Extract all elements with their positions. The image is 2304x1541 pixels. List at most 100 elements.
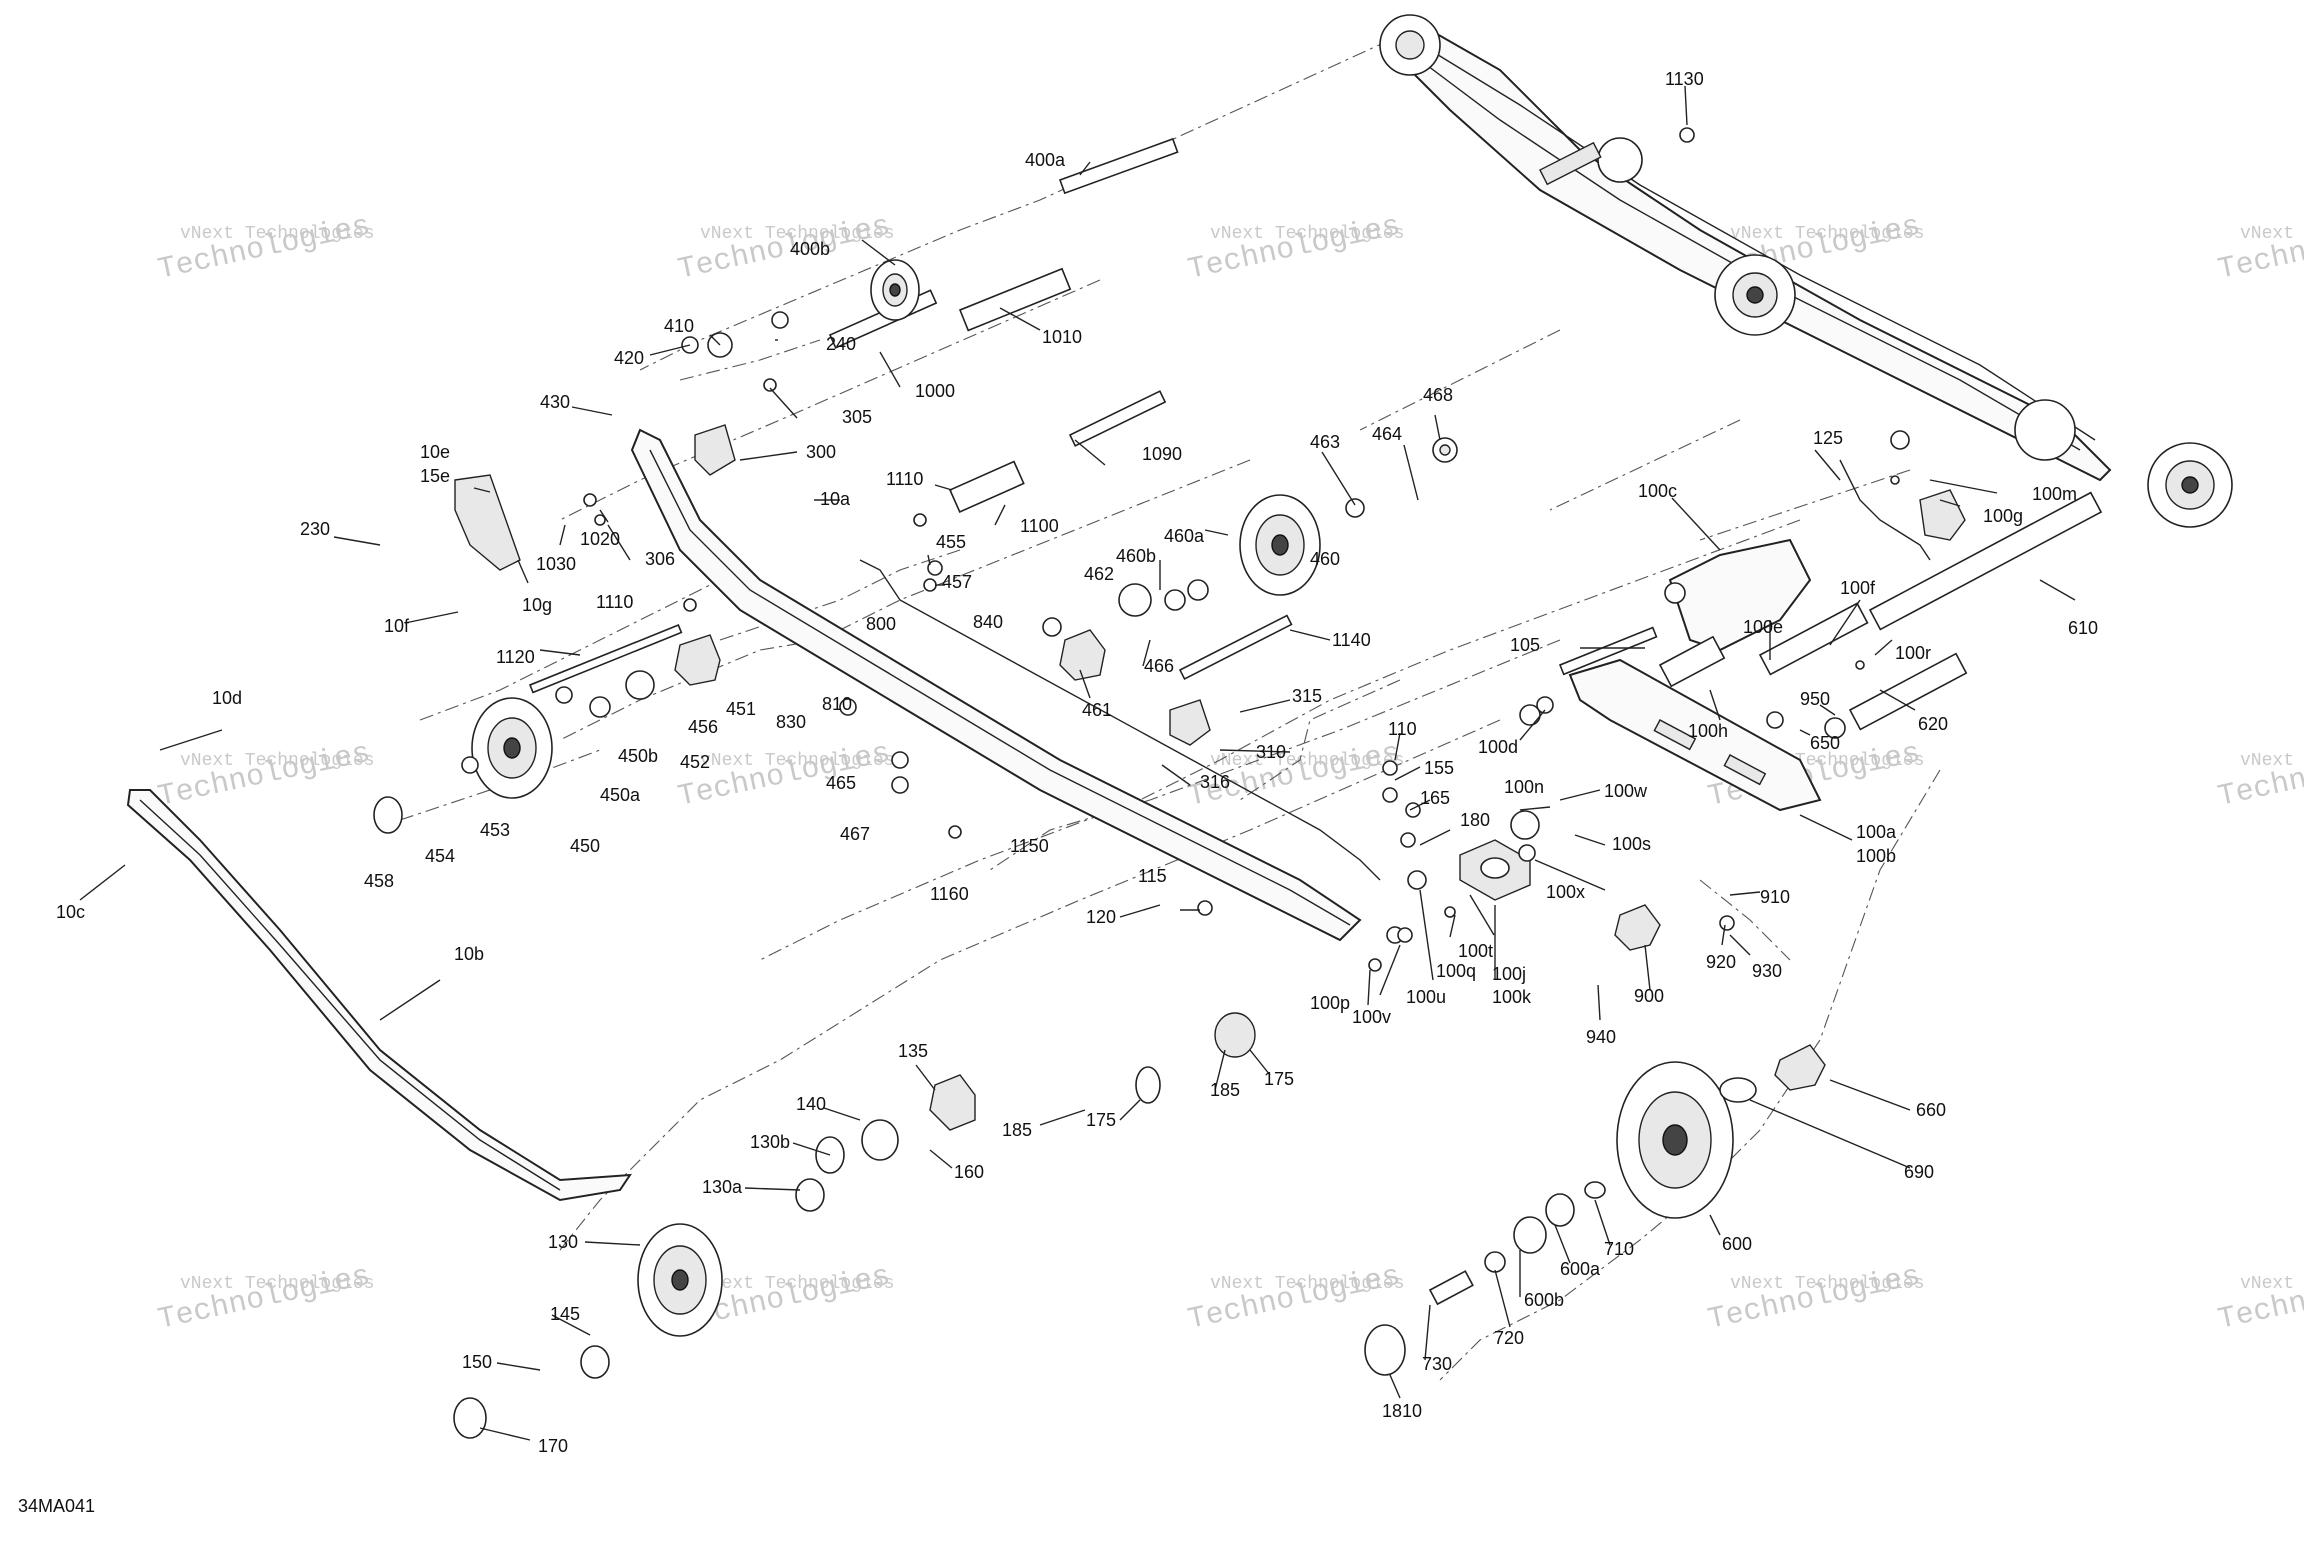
label-185a: 185 xyxy=(1210,1080,1240,1100)
svg-text:vNext Technologies: vNext Technologies xyxy=(180,224,374,244)
label-100m: 100m xyxy=(2032,484,2077,504)
label-463: 463 xyxy=(1310,432,1340,452)
label-305: 305 xyxy=(842,407,872,427)
label-160: 160 xyxy=(954,1162,984,1182)
label-100w: 100w xyxy=(1604,781,1648,801)
label-10c: 10c xyxy=(56,902,85,922)
label-600b: 600b xyxy=(1524,1290,1564,1310)
label-650: 650 xyxy=(1810,733,1840,753)
label-100v: 100v xyxy=(1352,1007,1391,1027)
label-15e: 15e xyxy=(420,466,450,486)
label-1010: 1010 xyxy=(1042,327,1082,347)
label-1030: 1030 xyxy=(536,554,576,574)
watermark: vNext Technologies Technologies xyxy=(155,737,374,815)
watermark: vNext Technologies Technologies xyxy=(2215,210,2304,288)
watermark: vNext Technologies Technologies xyxy=(155,1260,374,1338)
parts xyxy=(126,14,2233,1439)
label-453: 453 xyxy=(480,820,510,840)
label-140: 140 xyxy=(796,1094,826,1114)
label-900: 900 xyxy=(1634,986,1664,1006)
label-920: 920 xyxy=(1706,952,1736,972)
label-1110a: 1110 xyxy=(886,469,923,489)
svg-text:vNext Technologies: vNext Technologies xyxy=(180,751,374,771)
watermark: vNext Technologies Technologies xyxy=(2215,737,2304,815)
wheel-600 xyxy=(1616,1061,1734,1219)
svg-text:vNext Technologies: vNext Technologies xyxy=(2240,1274,2304,1294)
bracket-135 xyxy=(929,1074,976,1131)
leader-lines xyxy=(79,85,2076,1441)
spacer-1100 xyxy=(948,460,1025,513)
label-456: 456 xyxy=(688,717,718,737)
watermark: vNext Technologies Technologies xyxy=(1185,210,1404,288)
label-950: 950 xyxy=(1800,689,1830,709)
label-240: 240 xyxy=(826,334,856,354)
label-690: 690 xyxy=(1904,1162,1934,1182)
label-100e: 100e xyxy=(1743,617,1783,637)
tube-620 xyxy=(1848,652,1968,731)
label-1090: 1090 xyxy=(1142,444,1182,464)
svg-text:Technologies: Technologies xyxy=(1185,1260,1403,1338)
watermark: vNext Technologies Technologies xyxy=(155,210,374,288)
tube-100h xyxy=(1658,635,1726,688)
tube-610 xyxy=(1868,491,2103,631)
label-100p: 100p xyxy=(1310,993,1350,1013)
wheel-130 xyxy=(637,1223,723,1337)
svg-text:Technologies: Technologies xyxy=(155,737,373,815)
svg-text:vNext Technologies: vNext Technologies xyxy=(1210,224,1404,244)
label-420: 420 xyxy=(614,348,644,368)
label-810: 810 xyxy=(822,694,852,714)
tube-1010 xyxy=(958,267,1072,332)
label-100c: 100c xyxy=(1638,481,1677,501)
label-460a: 460a xyxy=(1164,526,1205,546)
label-105: 105 xyxy=(1510,635,1540,655)
label-462: 462 xyxy=(1084,564,1114,584)
svg-text:Technologies: Technologies xyxy=(1705,1260,1923,1338)
label-1000: 1000 xyxy=(915,381,955,401)
bracket-451 xyxy=(674,634,721,686)
label-720: 720 xyxy=(1494,1328,1524,1348)
label-465: 465 xyxy=(826,773,856,793)
label-300: 300 xyxy=(806,442,836,462)
label-130a: 130a xyxy=(702,1177,743,1197)
shaft-400a xyxy=(1058,137,1179,195)
label-460b: 460b xyxy=(1116,546,1156,566)
bushing-310 xyxy=(1169,699,1211,746)
label-457: 457 xyxy=(942,572,972,592)
label-170: 170 xyxy=(538,1436,568,1456)
watermark: vNext Technologies Technologies xyxy=(1185,1260,1404,1338)
label-1120: 1120 xyxy=(496,647,535,667)
shaft-1090 xyxy=(1068,390,1167,447)
label-1150: 1150 xyxy=(1010,836,1049,856)
label-130: 130 xyxy=(548,1232,578,1252)
label-464: 464 xyxy=(1372,424,1402,444)
svg-text:vNext Technologies: vNext Technologies xyxy=(700,224,894,244)
label-100r: 100r xyxy=(1895,643,1931,663)
cap-458 xyxy=(373,796,403,834)
svg-text:vNext Technologies: vNext Technologies xyxy=(1730,1274,1924,1294)
label-316: 316 xyxy=(1200,772,1230,792)
label-100j: 100j xyxy=(1492,964,1526,984)
svg-text:Technologies: Technologies xyxy=(675,737,893,815)
label-730: 730 xyxy=(1422,1354,1452,1374)
svg-text:vNext Technologies: vNext Technologies xyxy=(700,751,894,771)
shaft-105 xyxy=(1558,626,1658,676)
label-400b: 400b xyxy=(790,239,830,259)
watermark: vNext Technologies Technologies xyxy=(2215,1260,2304,1338)
label-400a: 400a xyxy=(1025,150,1066,170)
label-130b: 130b xyxy=(750,1132,790,1152)
label-930: 930 xyxy=(1752,961,1782,981)
label-165: 165 xyxy=(1420,788,1450,808)
label-600a: 600a xyxy=(1560,1259,1601,1279)
label-155: 155 xyxy=(1424,758,1454,778)
label-940: 940 xyxy=(1586,1027,1616,1047)
label-100h: 100h xyxy=(1688,721,1728,741)
label-830: 830 xyxy=(776,712,806,732)
small-hardware xyxy=(373,127,1910,1439)
left-rail-10a xyxy=(630,428,1381,942)
svg-text:vNext Technologies: vNext Technologies xyxy=(700,1274,894,1294)
label-10g: 10g xyxy=(522,595,552,615)
label-610: 610 xyxy=(2068,618,2098,638)
label-458: 458 xyxy=(364,871,394,891)
label-100f: 100f xyxy=(1840,578,1876,598)
label-100b: 100b xyxy=(1856,846,1896,866)
